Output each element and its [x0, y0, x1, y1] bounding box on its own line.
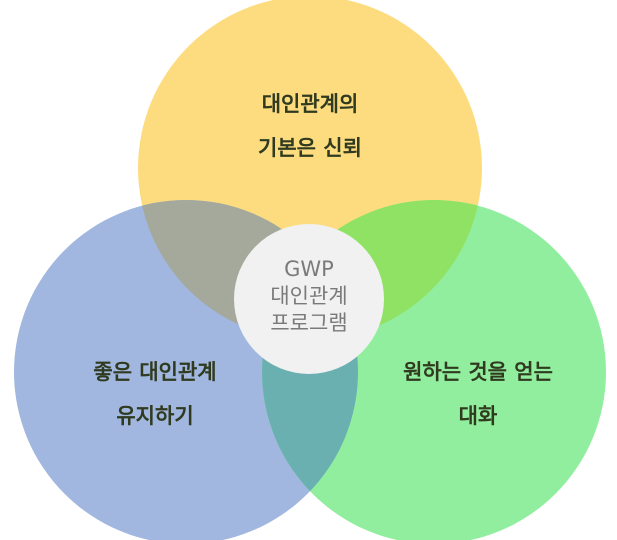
right-circle-line2: 대화	[458, 404, 498, 428]
center-line1: GWP	[284, 257, 334, 281]
top-circle-line2: 기본은 신뢰	[258, 136, 362, 160]
top-circle-line1: 대인관계의	[261, 92, 359, 116]
center-label: GWP 대인관계 프로그램	[239, 256, 379, 337]
left-circle-line1: 좋은 대인관계	[93, 360, 217, 384]
left-circle-line2: 유지하기	[116, 404, 194, 428]
center-circle	[234, 224, 384, 374]
right-circle-line1: 원하는 것을 얻는	[403, 360, 553, 384]
right-circle-label: 원하는 것을 얻는 대화	[368, 350, 588, 438]
center-line2: 대인관계	[270, 284, 348, 308]
left-circle-label: 좋은 대인관계 유지하기	[40, 350, 270, 438]
center-line3: 프로그램	[270, 311, 348, 335]
top-circle-label: 대인관계의 기본은 신뢰	[210, 82, 410, 170]
